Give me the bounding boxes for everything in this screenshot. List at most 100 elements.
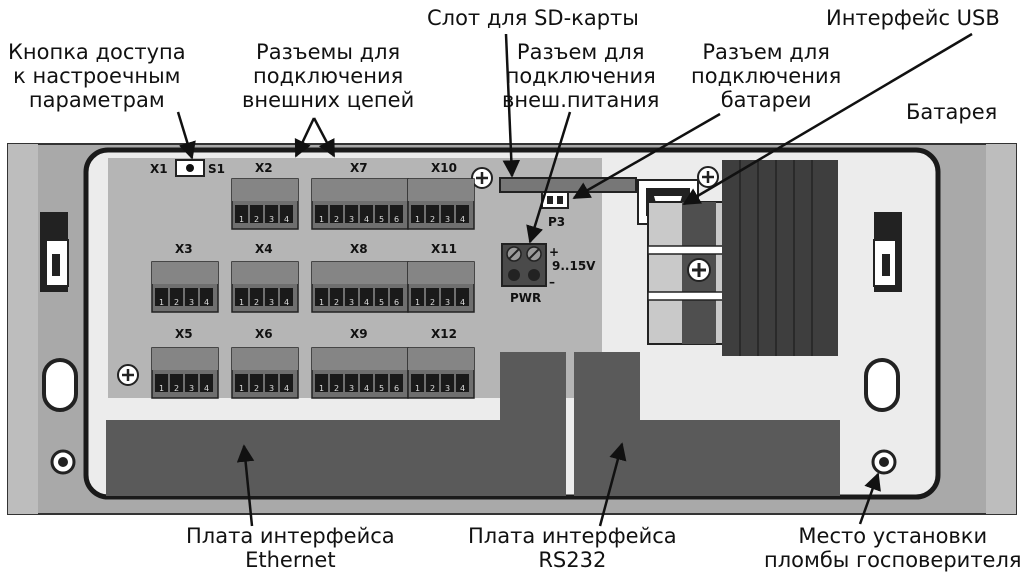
terminal-pin (441, 374, 454, 392)
connector-top (312, 179, 408, 201)
terminal-pin (360, 374, 373, 392)
terminal-pin (235, 374, 248, 392)
terminal-pin (155, 288, 168, 306)
pin-number: 3 (445, 215, 450, 224)
connector-top (408, 262, 474, 284)
pwr-connector[interactable] (501, 243, 547, 287)
connector-label: X11 (431, 242, 457, 256)
pin-number: 2 (430, 298, 435, 307)
pin-number: 6 (394, 215, 399, 224)
pin-number: 3 (269, 298, 274, 307)
terminal-pin (441, 205, 454, 223)
terminal-pin (315, 288, 328, 306)
terminal-pin (426, 205, 439, 223)
battery (647, 160, 838, 356)
rs232-board (574, 352, 840, 496)
ethernet-board (106, 352, 566, 496)
callout-sd-slot-label: Слот для SD-карты (427, 6, 639, 30)
terminal-pin (330, 205, 343, 223)
frame-right-strip (986, 144, 1016, 514)
connector-label: X5 (175, 327, 193, 341)
pin-number: 4 (460, 298, 465, 307)
callout-rs232-label: Плата интерфейса RS232 (468, 524, 677, 572)
pin-number: 1 (239, 215, 244, 224)
pin-number: 4 (364, 215, 369, 224)
connector-top (152, 262, 218, 284)
seal-screw-right (871, 449, 897, 475)
sd-card-slot (499, 177, 637, 193)
terminal-pin (315, 374, 328, 392)
connector-label: X8 (350, 242, 368, 256)
terminal-pin (345, 205, 358, 223)
frame-left-strip (8, 144, 38, 514)
terminal-pin (411, 205, 424, 223)
pin-number: 4 (284, 384, 289, 393)
connector-top (232, 348, 298, 370)
pin-number: 2 (254, 298, 259, 307)
terminal-pin (375, 288, 388, 306)
connector-top (408, 348, 474, 370)
pin-number: 1 (415, 215, 420, 224)
terminal-pin (411, 288, 424, 306)
terminal-pin (456, 374, 469, 392)
connector-label: X12 (431, 327, 457, 341)
pin-number: 3 (349, 298, 354, 307)
pwr-plus: + (549, 245, 559, 259)
pin-number: 4 (364, 384, 369, 393)
terminal-pin (265, 205, 278, 223)
p3-pin-2 (557, 196, 563, 204)
terminal-pin (411, 374, 424, 392)
pin-number: 1 (159, 298, 164, 307)
connector-label: X6 (255, 327, 273, 341)
pin-number: 3 (445, 384, 450, 393)
pin-number: 2 (334, 215, 339, 224)
pin-number: 1 (239, 298, 244, 307)
terminal-pin (390, 374, 403, 392)
pin-number: 4 (204, 298, 209, 307)
pin-number: 4 (284, 298, 289, 307)
pin-number: 2 (430, 215, 435, 224)
terminal-pin (390, 205, 403, 223)
terminal-pin (155, 374, 168, 392)
pin-number: 4 (364, 298, 369, 307)
pin-number: 3 (269, 215, 274, 224)
pin-number: 2 (174, 298, 179, 307)
terminal-pin (250, 288, 263, 306)
left-slot (42, 358, 78, 412)
callout-battery-conn-label: Разъем для подключения батареи (691, 40, 842, 112)
connector-top (232, 179, 298, 201)
pin-number: 4 (284, 215, 289, 224)
terminal-pin (200, 374, 213, 392)
terminal-pin (330, 288, 343, 306)
callout-seal-label: Место установки пломбы госповерителя (764, 524, 1022, 572)
callout-ext-connectors-label: Разъемы для подключения внешних цепей (242, 40, 415, 112)
connector-top (152, 348, 218, 370)
pin-number: 5 (379, 384, 384, 393)
s1-label: S1 (208, 162, 225, 176)
pwr-label: PWR (510, 291, 541, 305)
pin-number: 6 (394, 384, 399, 393)
pin-number: 5 (379, 215, 384, 224)
callout-ethernet-label: Плата интерфейса Ethernet (186, 524, 395, 572)
callout-ext-power-label: Разъем для подключения внеш.питания (502, 40, 660, 112)
terminal-pin (250, 374, 263, 392)
callout-battery-label: Батарея (906, 100, 998, 124)
connector-top (232, 262, 298, 284)
pin-number: 3 (349, 384, 354, 393)
pin-number: 1 (319, 215, 324, 224)
pin-number: 1 (319, 298, 324, 307)
seal-screw-left (50, 449, 76, 475)
terminal-pin (456, 205, 469, 223)
